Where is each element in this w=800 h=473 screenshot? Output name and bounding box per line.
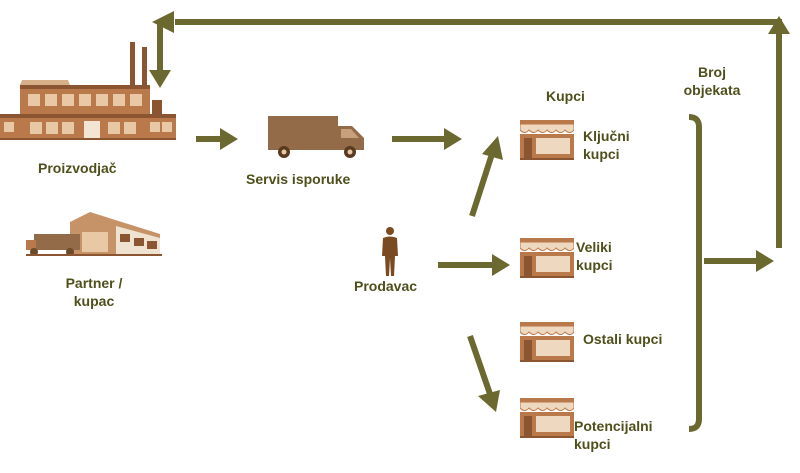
potential-customers-label: Potencijalni kupci	[574, 417, 653, 453]
salesperson-to-potential-customers-arrow	[467, 335, 500, 412]
delivery-truck-icon	[268, 116, 364, 158]
manufacturer-label: Proizvodjač	[38, 160, 117, 176]
object-count-line1: Broj	[698, 64, 726, 80]
large-customers-label: Veliki kupci	[576, 238, 613, 274]
potential-customers-line1: Potencijalni	[574, 418, 653, 434]
object-count-bracket	[688, 114, 702, 432]
partner-label-line1: Partner /	[65, 275, 123, 291]
large-customers-line1: Veliki	[576, 239, 612, 255]
large-customers-line2: kupci	[576, 257, 613, 273]
object-count-line2: objekata	[683, 82, 741, 98]
salesperson-icon	[382, 227, 398, 276]
salesperson-to-key-customers-arrow	[469, 136, 503, 217]
potential-customers-line2: kupci	[574, 436, 611, 452]
delivery-service-label: Servis isporuke	[246, 171, 351, 187]
factory-icon	[0, 42, 176, 140]
key-customers-line2: kupci	[583, 146, 620, 162]
bracket-to-loop-arrow	[704, 250, 774, 272]
object-count-label: Broj objekata	[672, 63, 752, 99]
salesperson-to-large-customers-arrow	[438, 254, 510, 276]
key-customers-line1: Ključni	[583, 128, 630, 144]
partner-label-line2: kupac	[73, 293, 115, 309]
store-icon	[520, 322, 574, 362]
key-customers-label: Ključni kupci	[583, 127, 630, 163]
store-icon	[520, 120, 574, 160]
store-icon	[520, 398, 574, 438]
customers-header: Kupci	[546, 88, 585, 104]
delivery-to-customers-arrow	[392, 128, 462, 150]
factory-to-delivery-arrow	[196, 128, 238, 150]
other-customers-label: Ostali kupci	[583, 331, 663, 347]
store-icon	[520, 238, 574, 278]
partner-label: Partner / kupac	[54, 274, 134, 310]
warehouse-icon	[26, 212, 162, 256]
salesperson-label: Prodavac	[354, 278, 418, 294]
